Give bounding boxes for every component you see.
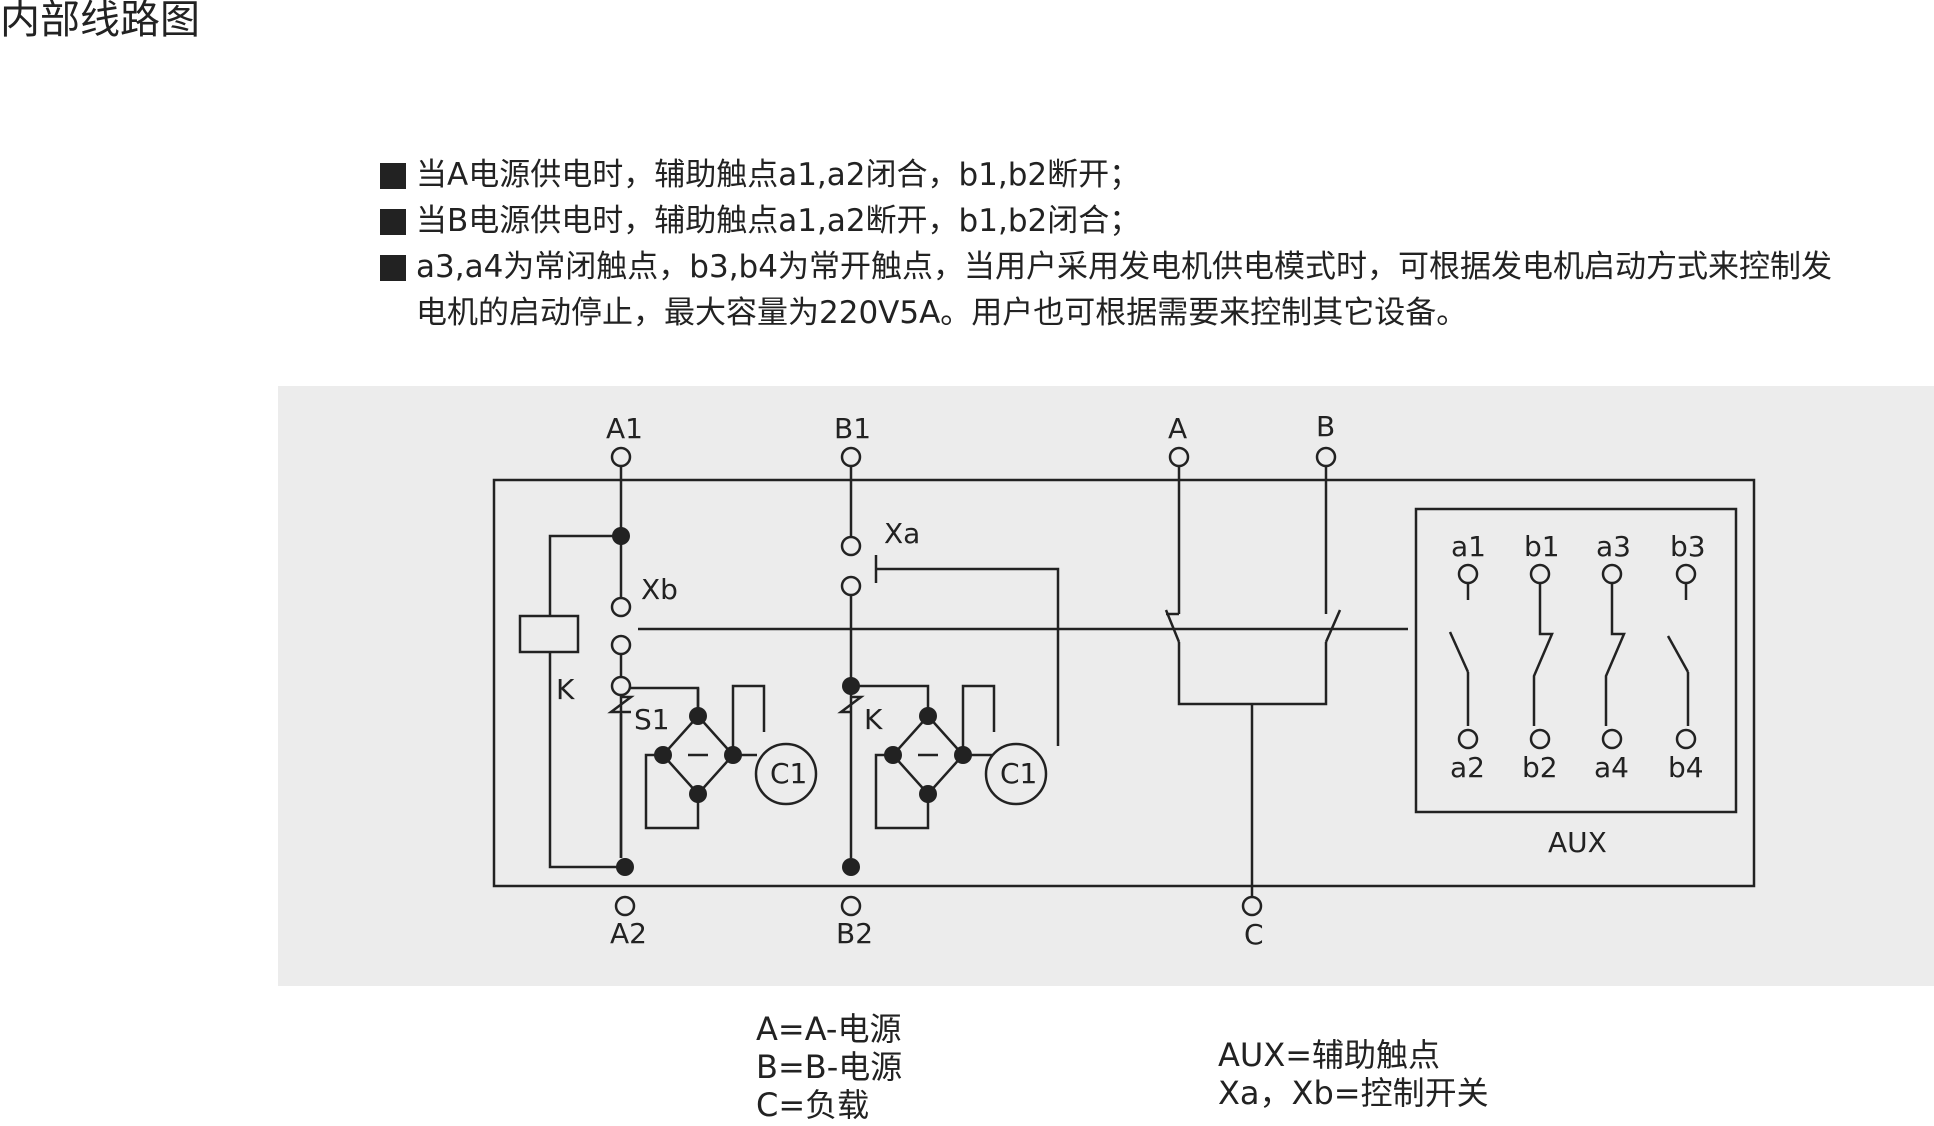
- aux-box: [1414, 507, 1738, 814]
- label-aux-a2: a2: [1450, 751, 1485, 784]
- terminal-a1: [610, 446, 632, 468]
- note-item: a3,a4为常闭触点，b3,b4为常开触点，当用户采用发电机供电模式时，可根据发…: [380, 244, 1832, 336]
- label-c1-left: C1: [770, 757, 807, 790]
- legend-item: AUX=辅助触点: [1218, 1036, 1441, 1074]
- label-c: C: [1244, 918, 1264, 951]
- wiring-diagram: A1 B1 A B A2 B2 C Xa Xb K K S1 C1 C1 AUX…: [278, 386, 1934, 986]
- wiring-diagram-svg: A1 B1 A B A2 B2 C Xa Xb K K S1 C1 C1 AUX…: [278, 386, 1934, 986]
- diagram-panel: [278, 386, 1934, 986]
- label-aux-b3: b3: [1670, 530, 1706, 563]
- label-aux-a3: a3: [1596, 530, 1631, 563]
- legend-right: AUX=辅助触点 Xa，Xb=控制开关: [1218, 1036, 1489, 1112]
- terminal-a: [1168, 446, 1190, 468]
- terminal-b: [1315, 446, 1337, 468]
- label-aux-a4: a4: [1594, 751, 1629, 784]
- note-text: a3,a4为常闭触点，b3,b4为常开触点，当用户采用发电机供电模式时，可根据发…: [416, 249, 1832, 285]
- label-a1: A1: [606, 412, 643, 445]
- notes-list: 当A电源供电时，辅助触点a1,a2闭合，b1,b2断开； 当B电源供电时，辅助触…: [380, 152, 1832, 336]
- legend-item: A=A-电源: [756, 1010, 902, 1048]
- note-item: 当B电源供电时，辅助触点a1,a2断开，b1,b2闭合；: [380, 198, 1832, 244]
- motor-c1-left: [754, 742, 818, 806]
- label-b2: B2: [836, 917, 873, 950]
- bullet-square-icon: [380, 209, 406, 235]
- legend-item: B=B-电源: [756, 1048, 903, 1086]
- junctions: [612, 527, 972, 876]
- bullet-square-icon: [380, 255, 406, 281]
- label-aux: AUX: [1548, 826, 1607, 859]
- note-text: 当A电源供电时，辅助触点a1,a2闭合，b1,b2断开；: [416, 157, 1141, 193]
- label-aux-b1: b1: [1524, 530, 1560, 563]
- legend-item: Xa，Xb=控制开关: [1218, 1074, 1489, 1112]
- motor-c1-right: [984, 742, 1048, 806]
- label-b: B: [1316, 410, 1335, 443]
- label-xb: Xb: [641, 573, 678, 606]
- label-aux-b4: b4: [1668, 751, 1704, 784]
- note-text: 当B电源供电时，辅助触点a1,a2断开，b1,b2闭合；: [416, 203, 1141, 239]
- terminal-b2: [840, 895, 862, 917]
- label-k-right: K: [864, 703, 883, 736]
- label-a2: A2: [610, 917, 647, 950]
- note-item: 当A电源供电时，辅助触点a1,a2闭合，b1,b2断开；: [380, 152, 1832, 198]
- label-c1-right: C1: [1000, 757, 1037, 790]
- bullet-square-icon: [380, 163, 406, 189]
- label-xa: Xa: [884, 517, 920, 550]
- terminal-b1: [840, 446, 862, 468]
- terminal-a2: [614, 895, 636, 917]
- note-text-continued: 电机的启动停止，最大容量为220V5A。用户也可根据需要来控制其它设备。: [416, 295, 1468, 331]
- labels: A1 B1 A B A2 B2 C Xa Xb K K S1 C1 C1 AUX…: [556, 410, 1706, 951]
- terminals: [610, 446, 1697, 917]
- page-title: 内部线路图: [0, 0, 200, 43]
- label-aux-a1: a1: [1451, 530, 1486, 563]
- label-a: A: [1168, 412, 1187, 445]
- terminal-c: [1241, 895, 1263, 917]
- label-b1: B1: [834, 412, 871, 445]
- housing-box: [492, 478, 1756, 888]
- legend-item: C=负载: [756, 1086, 870, 1124]
- label-s1: S1: [634, 703, 670, 736]
- label-aux-b2: b2: [1522, 751, 1558, 784]
- label-k-left: K: [556, 673, 575, 706]
- legend-left: A=A-电源 B=B-电源 C=负载: [756, 1010, 902, 1124]
